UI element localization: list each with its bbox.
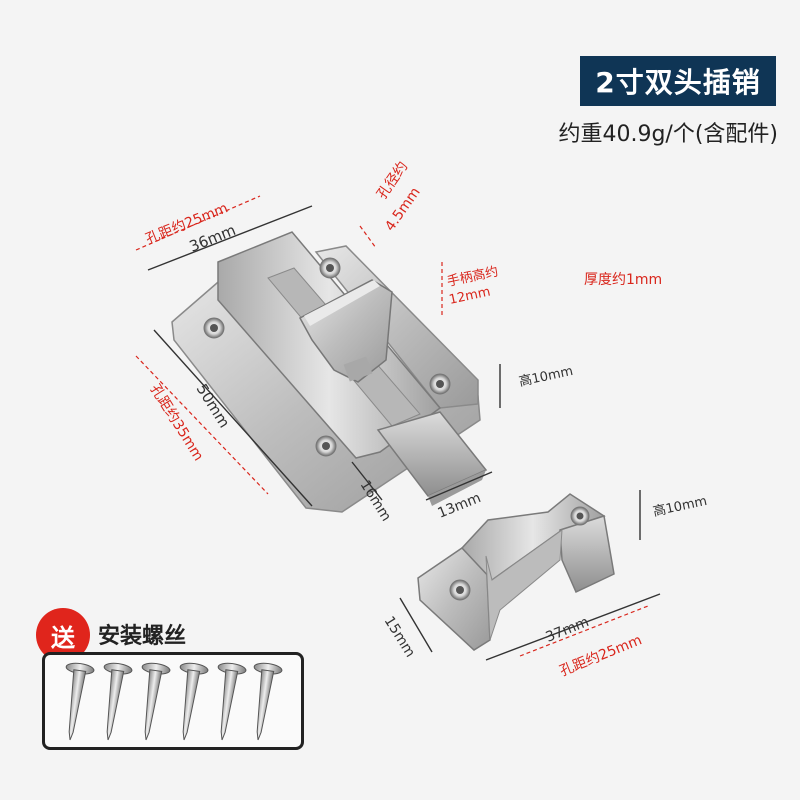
screw-3 [141,662,171,741]
label-thickness: 厚度约1mm [584,272,662,288]
label-handle-height-1: 手柄高约 [446,263,500,289]
strike-plate [417,493,615,651]
screw-1 [65,662,95,741]
label-height-10-b: 高10mm [652,493,709,520]
dimension-lines-red [135,195,649,657]
label-height-10-a: 高10mm [518,363,575,390]
bolt-slider [376,411,488,506]
label-width-16: 16mm [357,478,394,525]
product-weight: 约重40.9g/个(含配件) [558,122,778,147]
dimension-lines [147,205,661,661]
screws-illustration [65,662,283,741]
product-title: 2寸双头插销 [580,56,776,106]
label-hole-spacing-bottom: 孔距约25mm [558,632,645,679]
screws-box [42,652,304,750]
bolt-handle [298,279,393,383]
screw-4 [179,662,209,741]
screw-5 [217,662,247,741]
gift-label: 安装螺丝 [98,624,187,649]
base-holes [203,257,451,457]
screw-2 [103,662,133,741]
screw-6 [253,662,283,741]
label-width-37: 37mm [544,614,592,646]
label-width-15: 15mm [381,614,418,661]
